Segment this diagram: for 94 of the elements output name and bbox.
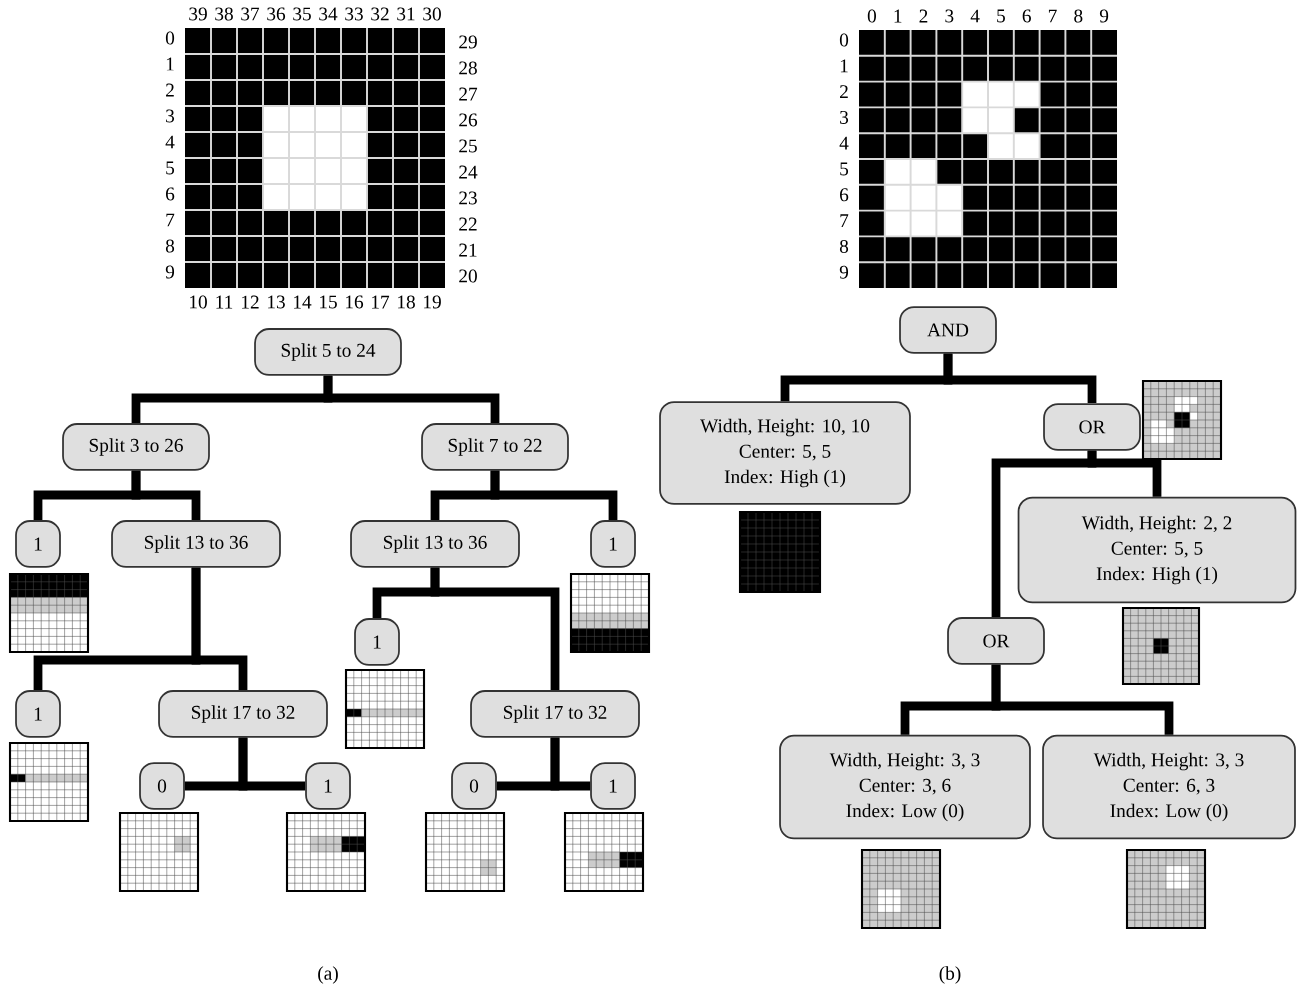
axis-number: 39	[189, 7, 207, 21]
axis-number: 1	[894, 9, 902, 23]
axis-number: 24	[459, 165, 478, 179]
rounded-box: Width, Height: 10, 10 Center: 5, 5 Index: High (1)	[659, 401, 911, 505]
axis-number: 5	[997, 9, 1005, 23]
axis-number: 21	[459, 243, 477, 257]
tree-connector	[191, 567, 248, 691]
tree-connector	[550, 737, 591, 791]
axis-number: 4	[970, 9, 980, 23]
rounded-box: 1	[15, 690, 61, 738]
axis-number: 13	[268, 295, 285, 309]
rounded-box: Width, Height: 3, 3 Center: 6, 3 Index: Low (0)	[1042, 734, 1296, 840]
axis-number: 2	[919, 9, 928, 23]
rounded-box: Split 5 to 24	[254, 328, 402, 376]
tree-connector	[131, 470, 201, 521]
rounded-box: Split 17 to 32	[158, 690, 328, 738]
rounded-box: 1	[354, 618, 400, 666]
axis-number: 1	[166, 57, 174, 71]
axis-number: 17	[372, 295, 390, 309]
axis-number: 6	[840, 188, 849, 202]
rounded-box: 0	[451, 762, 497, 810]
panel-caption: (a)	[318, 966, 338, 984]
axis-number: 8	[1074, 9, 1083, 23]
axis-number: 2	[166, 83, 174, 97]
axis-number: 30	[423, 7, 441, 21]
axis-number: 9	[839, 265, 849, 279]
axis-number: 32	[371, 7, 389, 21]
axis-number: 3	[166, 109, 175, 123]
axis-number: 0	[867, 9, 876, 23]
panel-caption: (b)	[939, 966, 961, 984]
axis-number: 19	[424, 295, 441, 309]
rounded-box: 1	[590, 762, 636, 810]
axis-number: 7	[166, 213, 175, 227]
axis-number: 25	[459, 139, 477, 153]
rounded-box: Width, Height: 2, 2 Center: 5, 5 Index: High (1)	[1017, 496, 1297, 604]
tree-connector	[323, 375, 500, 424]
axis-number: 4	[165, 135, 175, 149]
rounded-box: 0	[139, 762, 185, 810]
axis-number: 1	[840, 59, 848, 73]
axis-number: 5	[166, 161, 175, 175]
axis-number: 38	[215, 7, 233, 21]
rounded-box: 1	[305, 762, 351, 810]
rounded-box: Width, Height: 3, 3 Center: 3, 6 Index: Low (0)	[779, 734, 1031, 840]
axis-number: 35	[293, 7, 311, 21]
axis-number: 36	[267, 7, 286, 21]
axis-number: 6	[1022, 9, 1031, 23]
rounded-box: 1	[15, 520, 61, 568]
rounded-box: Split 17 to 32	[470, 690, 640, 738]
tree-connector	[943, 353, 1097, 404]
axis-number: 34	[319, 7, 338, 21]
axis-number: 23	[459, 191, 477, 205]
axis-number: 6	[166, 187, 175, 201]
axis-number: 33	[345, 7, 363, 21]
axis-number: 8	[165, 239, 175, 253]
axis-number: 11	[216, 295, 233, 309]
axis-number: 37	[241, 7, 260, 21]
axis-number: 10	[190, 295, 207, 309]
tree-connector	[238, 737, 306, 791]
axis-number: 8	[839, 239, 849, 253]
axis-number: 9	[1099, 9, 1109, 23]
axis-number: 12	[242, 295, 259, 309]
axis-number: 28	[459, 61, 477, 75]
rounded-box: Split 13 to 36	[350, 520, 520, 568]
axis-number: 16	[346, 295, 364, 309]
tree-connector	[430, 567, 560, 691]
axis-number: 3	[840, 110, 849, 124]
axis-number: 31	[397, 7, 415, 21]
tree-connector	[991, 664, 1174, 735]
axis-number: 26	[459, 113, 478, 127]
axis-number: 14	[294, 295, 312, 309]
axis-number: 22	[459, 217, 477, 231]
tree-connector	[991, 450, 1097, 618]
axis-number: 9	[165, 265, 175, 279]
rounded-box: 1	[590, 520, 636, 568]
rounded-box: OR	[1043, 403, 1141, 451]
axis-number: 3	[945, 9, 954, 23]
axis-number: 7	[840, 214, 849, 227]
rounded-box: Split 7 to 22	[421, 423, 569, 471]
rounded-box: Split 3 to 26	[62, 423, 210, 471]
axis-number: 4	[839, 136, 849, 150]
rounded-box: Split 13 to 36	[111, 520, 281, 568]
axis-number: 18	[398, 295, 415, 309]
rounded-box: OR	[947, 617, 1045, 665]
axis-number: 0	[839, 33, 849, 47]
rounded-box: AND	[899, 306, 997, 354]
axis-number: 27	[459, 87, 478, 101]
axis-number: 15	[320, 295, 337, 309]
axis-number: 20	[459, 269, 477, 283]
axis-number: 5	[840, 162, 849, 176]
axis-number: 29	[459, 35, 477, 49]
axis-number: 7	[1048, 9, 1057, 23]
tree-connector	[490, 470, 618, 521]
axis-number: 0	[165, 31, 175, 45]
axis-number: 2	[840, 85, 848, 98]
